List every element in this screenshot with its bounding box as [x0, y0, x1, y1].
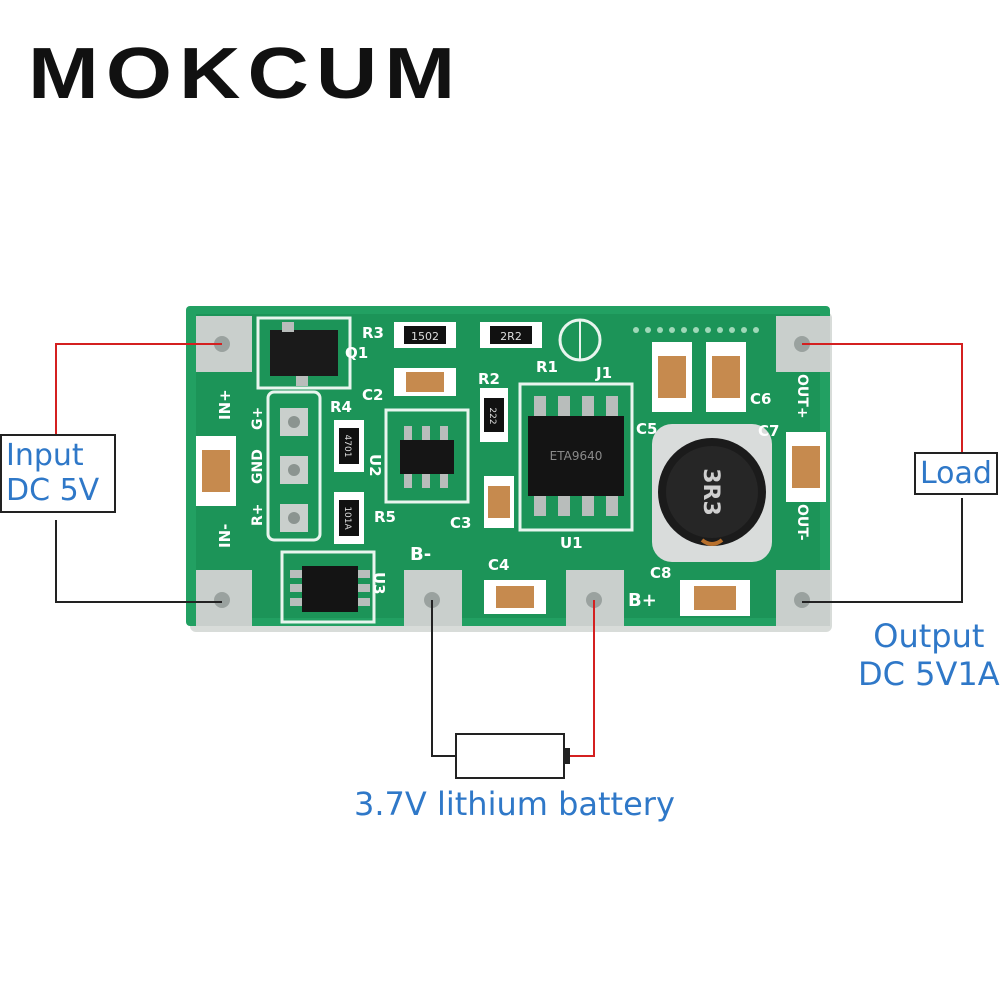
- silk-r2: R2: [478, 370, 500, 388]
- silk-c4: C4: [488, 556, 509, 574]
- silk-q1: Q1: [345, 344, 368, 362]
- test-points: [633, 327, 759, 333]
- silk-r3: R3: [362, 324, 384, 342]
- silk-b-minus: B-: [410, 544, 431, 565]
- silk-out-minus: OUT-: [794, 504, 810, 541]
- resistor-r3: 1502: [394, 322, 456, 348]
- u1-marking: ETA9640: [550, 449, 603, 463]
- capacitor-c3: [484, 476, 514, 528]
- load-label: Load: [920, 456, 992, 491]
- q1-transistor: [270, 322, 338, 386]
- chip-u1: ETA9640: [528, 396, 624, 516]
- capacitor-c8: [680, 580, 750, 616]
- input-label-box: Input DC 5V: [0, 434, 116, 513]
- r1-code: 2R2: [500, 330, 522, 343]
- inductor: 3R3: [652, 424, 772, 562]
- resistor-r2: 222: [480, 388, 508, 442]
- capacitor-c5: [652, 342, 692, 412]
- input-black-wire: [55, 520, 222, 603]
- input-label-line1: Input: [6, 438, 84, 473]
- capacitor-input: [196, 436, 236, 506]
- output-black-wire: [802, 498, 963, 603]
- capacitor-c2: [394, 368, 456, 396]
- silk-c5: C5: [636, 420, 657, 438]
- output-label-line1: Output: [873, 617, 985, 655]
- silk-r5: R5: [374, 508, 396, 526]
- output-label: Output DC 5V1A: [858, 617, 1000, 694]
- pad-in-minus: [196, 570, 252, 626]
- silk-u1: U1: [560, 534, 583, 552]
- pad-out-minus: [776, 570, 830, 626]
- header-outline: [266, 390, 322, 542]
- silk-c7: C7: [758, 422, 779, 440]
- silk-c6: C6: [750, 390, 771, 408]
- u1-outline: [518, 382, 634, 532]
- silk-r1: R1: [536, 358, 558, 376]
- r5-code: 101A: [342, 506, 352, 530]
- resistor-r1: 2R2: [480, 322, 542, 348]
- silk-g-plus: G+: [250, 407, 266, 430]
- battery-label: 3.7V lithium battery: [354, 785, 675, 823]
- u3-outline: [280, 550, 376, 624]
- silk-c2: C2: [362, 386, 383, 404]
- input-label-line2: DC 5V: [6, 473, 100, 509]
- silk-r4: R4: [330, 398, 352, 416]
- chip-u2: [400, 426, 454, 488]
- header-pins: [280, 408, 308, 532]
- silk-in-minus: IN-: [216, 524, 234, 548]
- r2-code: 222: [487, 407, 497, 424]
- r4-code: 4701: [342, 435, 352, 458]
- battery-red-wire: [570, 600, 595, 757]
- battery-black-wire: [431, 600, 456, 757]
- silk-c8: C8: [650, 564, 671, 582]
- u2-outline: [384, 408, 470, 504]
- silk-gnd: GND: [250, 449, 266, 484]
- battery-icon: [455, 733, 570, 779]
- capacitor-c4: [484, 580, 546, 614]
- silk-c3: C3: [450, 514, 471, 532]
- q1-outline: [256, 316, 352, 390]
- resistor-r4: 4701: [334, 420, 364, 472]
- chip-u3: [290, 566, 370, 612]
- capacitor-c6: [706, 342, 746, 412]
- r3-code: 1502: [411, 330, 439, 343]
- silk-out-plus: OUT+: [794, 374, 810, 419]
- silk-in-plus: IN+: [216, 389, 234, 420]
- inductor-code: 3R3: [698, 468, 723, 516]
- silk-u2: U2: [366, 454, 384, 477]
- silk-j1: J1: [595, 364, 612, 382]
- silk-b-plus: B+: [628, 590, 657, 611]
- brand-logo: MOKCUM: [28, 34, 463, 114]
- output-red-wire: [802, 343, 963, 454]
- silk-r-plus: R+: [250, 503, 266, 526]
- resistor-r5: 101A: [334, 492, 364, 544]
- silk-u3: U3: [370, 572, 388, 595]
- capacitor-c7: [786, 432, 826, 502]
- input-red-wire: [55, 343, 222, 434]
- output-label-line2: DC 5V1A: [858, 654, 1000, 693]
- load-label-box: Load: [914, 452, 998, 496]
